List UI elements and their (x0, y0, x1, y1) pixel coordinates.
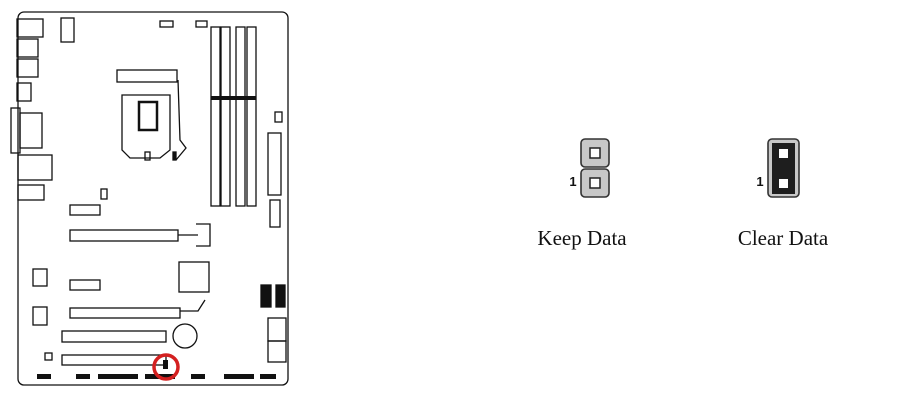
keep-data-label: Keep Data (537, 226, 627, 250)
pcie-x16-slot (69, 229, 179, 242)
jumper-keep-data (580, 138, 610, 198)
pin-1-label: 1 (569, 174, 577, 189)
fan-header (195, 20, 208, 28)
pcie-latch (178, 223, 211, 247)
pcie-x1-slot (69, 204, 101, 216)
pcie-x16-slot (69, 307, 181, 319)
pin-1-label: 1 (756, 174, 764, 189)
cpu-socket (116, 69, 187, 161)
clear-data-label: Clear Data (737, 226, 829, 250)
io-ports (10, 18, 53, 201)
small-header (100, 188, 108, 200)
pci-slot (61, 330, 167, 343)
pci-slot (61, 354, 167, 366)
component (267, 340, 287, 363)
cpu-power-connector (60, 17, 75, 43)
pcie-x1-slot (69, 279, 101, 291)
fan-header (159, 20, 174, 28)
component (32, 268, 48, 287)
dimm-slots (210, 26, 257, 207)
component (32, 306, 48, 326)
small-header (274, 111, 283, 123)
component (267, 317, 287, 342)
sata-port (260, 284, 272, 308)
jumper-clear-data (767, 138, 800, 198)
clr-cmos-jumper-on-board (163, 360, 168, 369)
atx-power-connector (267, 132, 282, 196)
cmos-battery (172, 323, 198, 349)
component (44, 352, 53, 361)
usb3-header (269, 199, 281, 228)
pcie-latch (180, 299, 206, 312)
chipset (178, 261, 210, 293)
highlight-circle (152, 353, 180, 381)
sata-port (275, 284, 286, 308)
